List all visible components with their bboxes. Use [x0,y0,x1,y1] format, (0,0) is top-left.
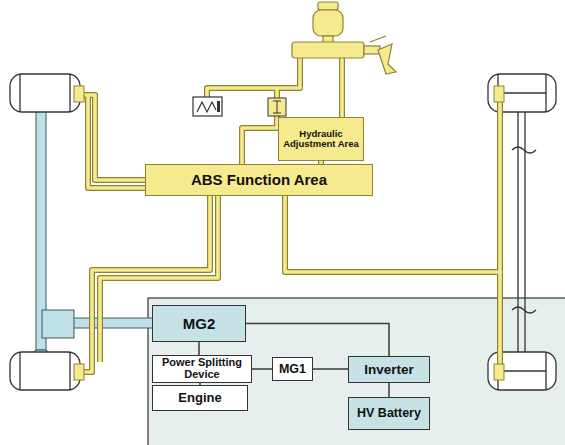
node-label: MG2 [183,315,216,332]
splitter-box: Power Splitting Device [152,355,252,383]
stroke-simulator [193,97,222,116]
motor-box: MG2 [152,305,246,342]
engine-box: Engine [152,385,248,411]
connector-line [388,383,390,397]
hydraulic-box: Hydraulic Adjustment Area [278,117,364,161]
brake-pipes [80,58,500,372]
node-label: ABS Function Area [191,171,327,188]
wheels [10,74,556,390]
connector-line [246,324,389,357]
inverter-box: Inverter [348,356,430,383]
battery-box: HV Battery [348,397,430,430]
valve [268,98,286,116]
node-label: HV Battery [357,406,421,420]
node-label: Engine [178,391,221,406]
generator-box: MG1 [272,357,313,381]
node-label: Inverter [364,362,414,378]
node-label: MG1 [279,362,306,376]
brake-pipes-outline [80,58,500,372]
node-label: Hydraulic Adjustment Area [279,129,363,149]
brake-calipers [74,86,504,380]
connector-line [198,342,200,355]
node-label: Power Splitting Device [153,357,251,380]
master-cylinder [292,2,396,74]
abs-box: ABS Function Area [145,164,373,196]
connector-line [252,368,272,370]
connector-line [313,368,348,370]
